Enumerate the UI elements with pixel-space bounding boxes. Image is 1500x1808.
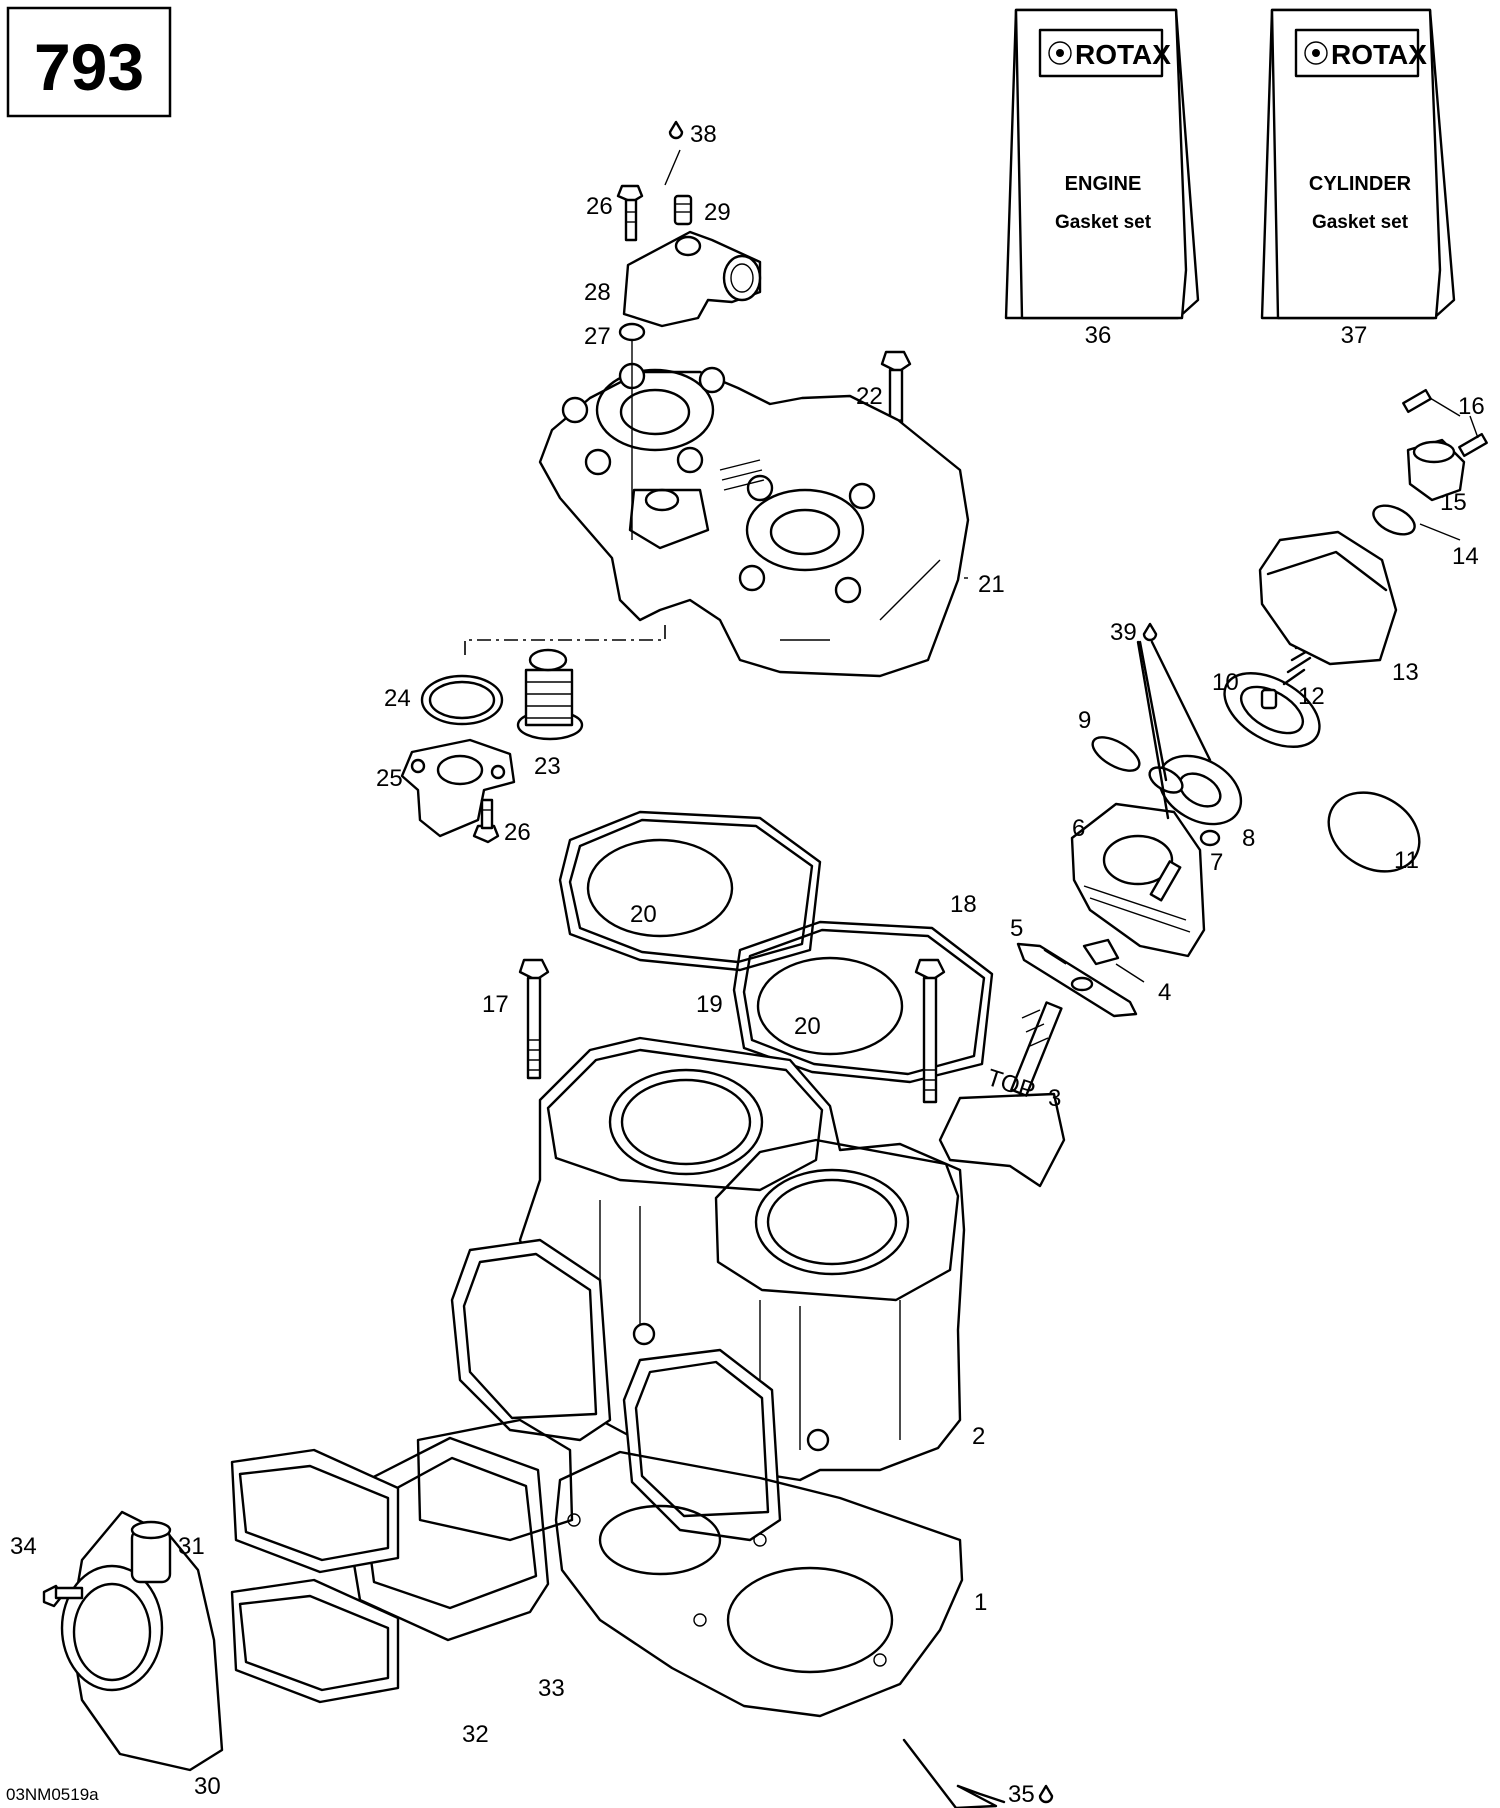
- o-ring-20-left: [586, 838, 734, 938]
- diaphragm-10: [1223, 672, 1321, 748]
- rotax-logo-icon: [1304, 41, 1328, 65]
- head-gasket-19-left: [558, 810, 822, 972]
- callout-20-left: 20: [630, 901, 657, 928]
- callout-27: 27: [584, 323, 611, 350]
- callout-37: 37: [1341, 322, 1368, 349]
- callout-18: 18: [950, 891, 977, 918]
- callout-24: 24: [384, 685, 411, 712]
- leader-thermostat: [464, 625, 666, 660]
- callout-36: 36: [1085, 322, 1112, 349]
- kit-title: ENGINE: [1065, 173, 1142, 195]
- callout-23: 23: [534, 753, 561, 780]
- seal-ring-24: [420, 674, 504, 726]
- valve-shim-5-4: [1016, 938, 1138, 1018]
- screw-26-top: [616, 184, 644, 204]
- o-ring-20-right: [756, 956, 904, 1056]
- reed-valve-32: [230, 1448, 400, 1704]
- o-ring-14: [1372, 504, 1416, 536]
- callout-7: 7: [1210, 849, 1223, 876]
- callout-33: 33: [538, 1675, 565, 1702]
- callout-28: 28: [584, 279, 611, 306]
- callout-2: 2: [972, 1423, 985, 1450]
- leader-lines: [964, 397, 1479, 983]
- leader-35: [902, 1738, 998, 1808]
- sealant-icon: [1038, 1784, 1054, 1804]
- gasket-27: [618, 322, 646, 342]
- callout-19: 19: [696, 991, 723, 1018]
- kit-brand: ROTAX: [1331, 39, 1427, 70]
- callout-32: 32: [462, 1721, 489, 1748]
- cover-13: [1258, 530, 1398, 666]
- callout-4: 4: [1158, 979, 1171, 1006]
- callout-11: 11: [1394, 847, 1419, 874]
- kit-subtitle: Gasket set: [1055, 212, 1152, 233]
- page-number-box: 793: [6, 6, 172, 118]
- callout-21: 21: [978, 571, 1005, 598]
- page-number: 793: [34, 30, 144, 104]
- callout-39: 39: [1110, 619, 1137, 646]
- drawing-code: 03NM0519a: [6, 1785, 99, 1804]
- callout-30: 30: [194, 1773, 221, 1800]
- callout-34: 34: [10, 1533, 37, 1560]
- o-ring-11: [1327, 791, 1421, 873]
- callout-labels: 1 2 3 TOP 4 5 6 7 8 9 10 11 12 13 14 15 …: [10, 121, 1485, 1808]
- stud-18: [914, 958, 946, 1104]
- head-gasket-19-right: [732, 920, 994, 1084]
- intake-manifold-30: [60, 1510, 224, 1772]
- cylinder-gasket-set-kit: ROTAX CYLINDER Gasket set 37: [1260, 8, 1456, 349]
- rotax-logo-icon: [1048, 41, 1072, 65]
- callout-20-right: 20: [794, 1013, 821, 1040]
- callout-10: 10: [1212, 669, 1239, 696]
- callout-38: 38: [690, 121, 717, 148]
- base-gasket-1: [554, 1450, 964, 1718]
- kit-brand: ROTAX: [1075, 39, 1171, 70]
- callout-29: 29: [704, 199, 731, 226]
- screw-7: [1149, 829, 1221, 902]
- sealant-icon: [668, 120, 684, 140]
- cylinder-head-21: [538, 362, 970, 678]
- callout-13: 13: [1392, 659, 1419, 686]
- screw-34: [42, 1584, 84, 1608]
- callout-17: 17: [482, 991, 509, 1018]
- o-ring-9: [1091, 736, 1141, 772]
- rotary-valve-3: [938, 1001, 1066, 1188]
- callout-35: 35: [1008, 1781, 1035, 1808]
- rotary-valve-cover-6: [1070, 802, 1206, 958]
- callout-8: 8: [1242, 825, 1255, 852]
- callout-9: 9: [1078, 707, 1091, 734]
- callout-26-top: 26: [586, 193, 613, 220]
- thermostat-group: [400, 648, 584, 844]
- callout-31: 31: [178, 1533, 205, 1560]
- cap-15: [1406, 438, 1466, 502]
- kit-title: CYLINDER: [1309, 173, 1412, 195]
- kit-subtitle: Gasket set: [1312, 212, 1409, 233]
- screws-16: [1402, 388, 1488, 458]
- water-outlet-assembly: [616, 120, 762, 342]
- engine-gasket-set-kit: ROTAX ENGINE Gasket set 36: [1004, 8, 1200, 349]
- thermostat-cover-25: [400, 738, 516, 838]
- oil-seal-8-9: [1091, 736, 1243, 826]
- sealant-icon: [1142, 622, 1158, 642]
- callout-1: 1: [974, 1589, 987, 1616]
- callout-5: 5: [1010, 915, 1023, 942]
- callout-15: 15: [1440, 489, 1467, 516]
- callout-16: 16: [1458, 393, 1485, 420]
- set-screw-29: [673, 194, 693, 226]
- callout-3: 3: [1048, 1085, 1061, 1112]
- spring-12: [1282, 632, 1320, 686]
- callout-26-bottom: 26: [504, 819, 531, 846]
- callout-6: 6: [1072, 815, 1085, 842]
- reed-valve-gasket: [416, 1418, 574, 1542]
- water-outlet-fitting: [622, 230, 762, 328]
- callout-14: 14: [1452, 543, 1479, 570]
- stud-17: [518, 958, 550, 1080]
- callout-25: 25: [376, 765, 403, 792]
- callout-12: 12: [1298, 683, 1325, 710]
- callout-22: 22: [856, 383, 883, 410]
- cylinder-block-2: [450, 1036, 966, 1542]
